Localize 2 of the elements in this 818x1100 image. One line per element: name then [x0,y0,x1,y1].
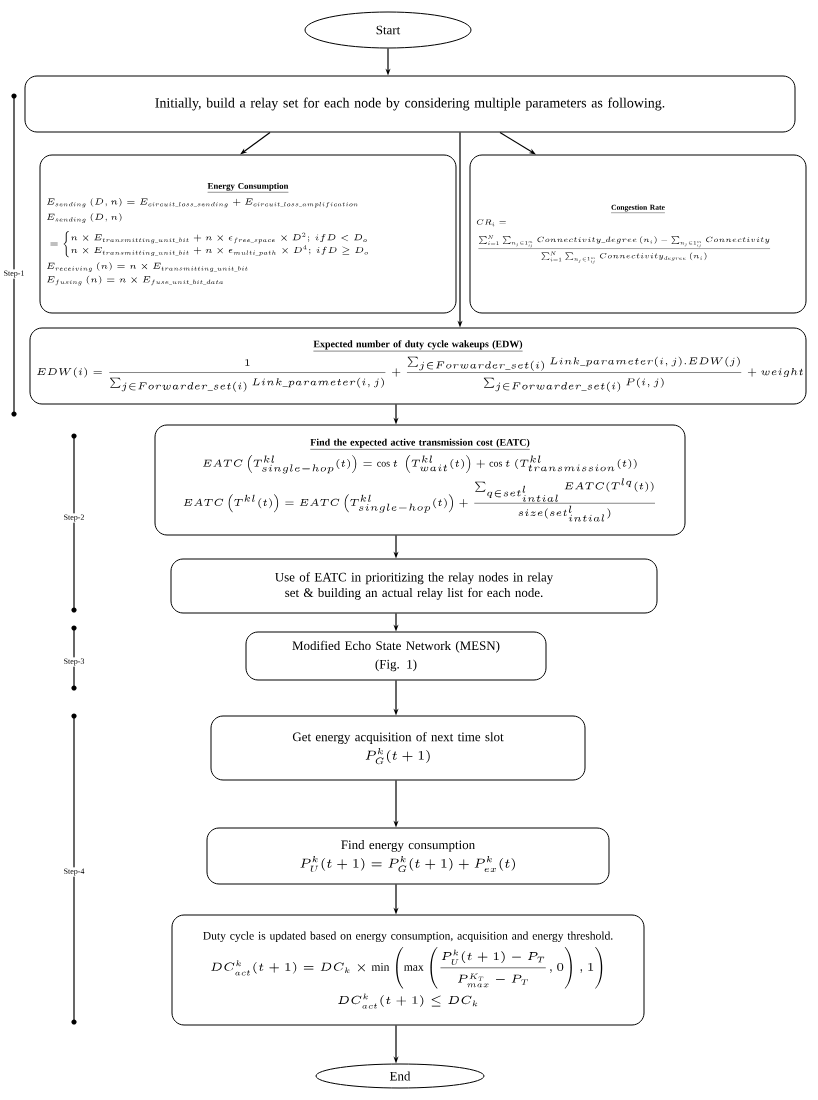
arrow [499,131,536,155]
arrow [240,131,271,155]
